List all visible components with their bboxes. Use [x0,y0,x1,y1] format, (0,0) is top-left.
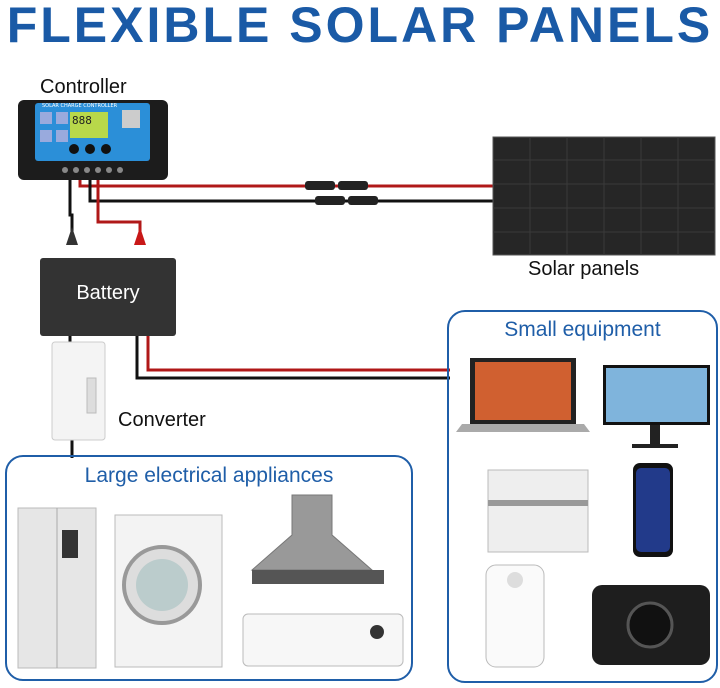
battery-clips [66,227,146,245]
small-equipment-box [447,310,718,683]
monitor-image [603,365,710,448]
wire-positive-panel [78,180,495,188]
dehumidifier-image [485,564,545,668]
smartphone-image [633,463,673,557]
wire-positive-load [146,335,450,372]
refrigerator-image [17,507,97,669]
battery-label: Battery [76,282,140,304]
laptop-image [456,358,590,432]
small-equipment-title: Small equipment [504,318,661,341]
range-hood-image [250,494,384,584]
large-appliances-box [5,455,413,681]
controller-brand: SOLAR CHARGE CONTROLLER [42,103,118,109]
solar-panel-image [492,136,716,256]
page-title: FLEXIBLE SOLAR PANELS [6,0,714,53]
wire-negative-panel [88,180,495,203]
wire-positive-battery [96,180,142,245]
solar-panels-label: Solar panels [528,258,640,280]
controller-reading: 888 [72,114,92,127]
converter-label: Converter [118,409,206,431]
large-appliances-title: Large electrical appliances [84,464,334,487]
wire-negative-load [135,335,450,380]
washing-machine-image [114,514,223,668]
converter-device [51,341,106,441]
controller-device [18,100,168,180]
projector-image [592,585,710,665]
controller-label: Controller [40,76,127,98]
printer-image [487,469,589,553]
mc4-connectors [305,181,378,205]
battery-body [40,258,176,336]
air-conditioner-image [242,613,404,667]
large-appliance-images [17,494,404,669]
small-equipment-images [456,358,710,668]
